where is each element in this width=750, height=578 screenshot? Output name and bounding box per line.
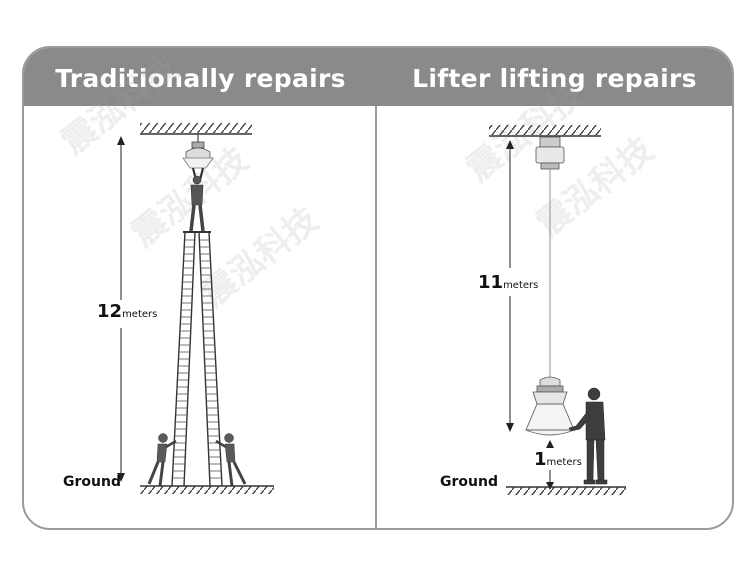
- lifter-housing-icon: [535, 136, 565, 170]
- left-height-label: 12meters: [97, 301, 157, 322]
- right-height-value: 11: [478, 272, 504, 293]
- right-height-unit: meters: [503, 280, 539, 291]
- standing-worker-icon: [568, 387, 608, 485]
- panel-divider: [375, 106, 377, 528]
- right-dimension-line: [506, 140, 514, 432]
- helper-right-icon: [215, 433, 247, 487]
- header-bar: Traditionally repairs Lifter lifting rep…: [24, 48, 732, 106]
- left-ceiling: [140, 123, 252, 135]
- bottom-height-unit: meters: [546, 457, 582, 468]
- bottom-height-label: 1meters: [534, 449, 582, 470]
- left-dimension-line: [117, 136, 125, 482]
- helper-left-icon: [147, 433, 177, 487]
- left-panel-title: Traditionally repairs: [55, 64, 346, 93]
- right-height-label: 11meters: [478, 272, 538, 293]
- right-panel-title: Lifter lifting repairs: [412, 64, 697, 93]
- left-height-value: 12: [97, 301, 123, 322]
- ladder-rungs: [172, 239, 222, 479]
- left-lamp-icon: [182, 134, 214, 169]
- worker-on-ladder-icon: [189, 167, 205, 232]
- lowered-lamp-icon: [525, 376, 575, 436]
- right-ceiling: [489, 125, 601, 137]
- comparison-frame: Traditionally repairs Lifter lifting rep…: [22, 46, 734, 530]
- left-ground-label: Ground: [63, 474, 121, 490]
- bottom-height-value: 1: [534, 449, 547, 470]
- bottom-dimension-line: [546, 440, 554, 490]
- right-ground: [506, 486, 626, 495]
- left-height-unit: meters: [122, 309, 158, 320]
- left-ground: [140, 485, 274, 494]
- right-ground-label: Ground: [440, 474, 498, 490]
